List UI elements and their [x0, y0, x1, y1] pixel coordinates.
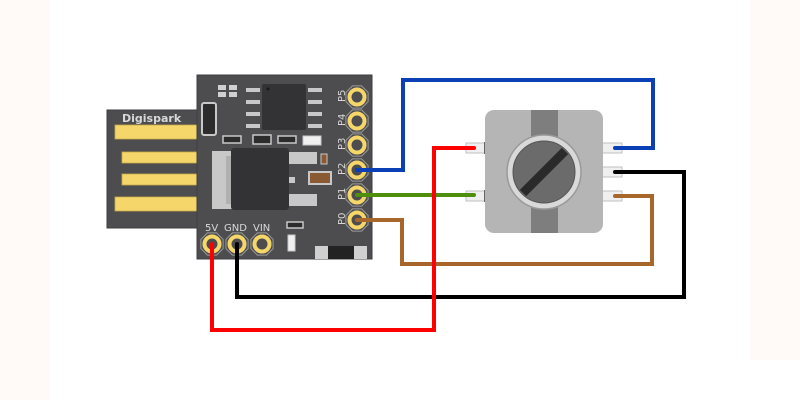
right-margin — [750, 0, 800, 360]
left-margin — [0, 0, 50, 400]
brown-wire[interactable] — [355, 194, 654, 266]
microcontroller-chip — [262, 84, 306, 130]
usb-contact — [114, 124, 201, 140]
pot-knob-slot[interactable] — [519, 147, 569, 197]
blue-wire[interactable] — [355, 78, 655, 172]
header-pin-p3[interactable] — [345, 133, 369, 157]
digispark-board: P5 P4 P3 P2 P1 P0 5V GND VIN — [196, 74, 373, 260]
black-wire[interactable] — [235, 170, 686, 299]
pin-label-p5: P5 — [337, 90, 348, 102]
pin-label-5v: 5V — [205, 223, 218, 234]
usb-contact — [121, 151, 201, 164]
pin-label-p2: P2 — [337, 163, 348, 175]
usb-contact — [121, 173, 201, 186]
usb-label: Digispark — [122, 112, 182, 125]
potentiometer — [465, 110, 623, 233]
pin-label-gnd: GND — [224, 223, 247, 234]
power-pin-vin[interactable] — [250, 232, 274, 256]
header-pin-p4[interactable] — [345, 109, 369, 133]
pin-label-p4: P4 — [337, 114, 348, 126]
usb-connector: Digispark — [106, 109, 203, 229]
header-pin-p5[interactable] — [345, 85, 369, 109]
pin-label-p3: P3 — [337, 138, 348, 150]
voltage-regulator — [231, 148, 289, 210]
wires — [210, 78, 686, 332]
pin-label-p1: P1 — [337, 188, 348, 200]
pin-label-p0: P0 — [337, 213, 348, 225]
pin-label-vin: VIN — [253, 223, 270, 234]
usb-contact — [114, 196, 201, 212]
red-wire[interactable] — [210, 146, 476, 332]
